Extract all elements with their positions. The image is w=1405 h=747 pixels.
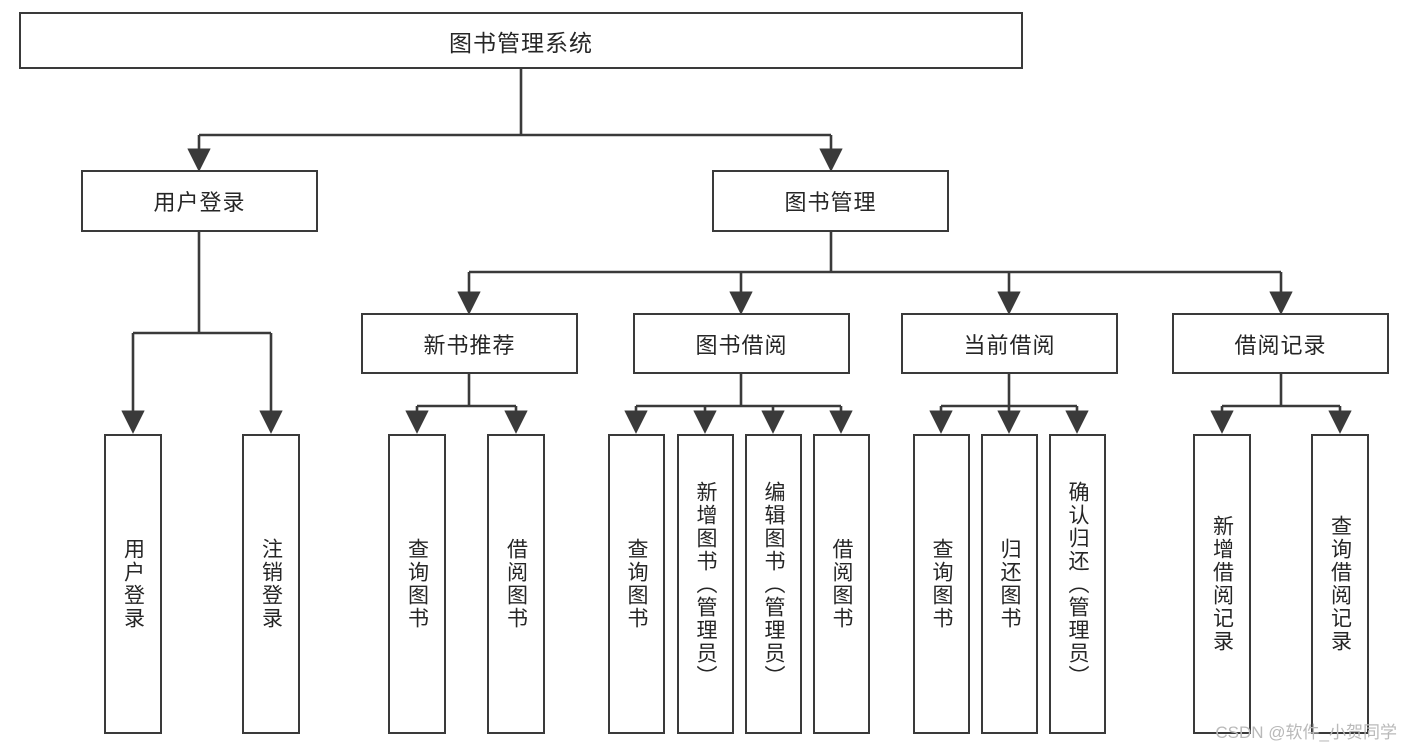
leaf-new-book-query[interactable]: 查询图书 [388,434,446,734]
node-label: 图书管理 [784,190,877,215]
leaf-user-login-signout[interactable]: 注销登录 [242,434,300,734]
node-label: 图书借阅 [695,332,788,358]
leaf-current-borrow-query[interactable]: 查询图书 [913,434,970,734]
node-book-borrow[interactable]: 图书借阅 [633,313,850,374]
leaf-book-borrow-query[interactable]: 查询图书 [608,434,665,734]
leaf-new-book-borrow[interactable]: 借阅图书 [487,434,545,734]
node-label: 当前借阅 [963,332,1056,358]
node-label: 确认归还（管理员） [1066,480,1089,688]
node-label: 查询借阅记录 [1328,515,1352,653]
node-label: 编辑图书（管理员） [762,480,785,688]
leaf-borrow-record-add[interactable]: 新增借阅记录 [1193,434,1251,734]
node-label: 借阅图书 [504,538,528,630]
node-label: 新增借阅记录 [1210,515,1234,653]
leaf-book-borrow-add[interactable]: 新增图书（管理员） [677,434,734,734]
node-new-book-recommend[interactable]: 新书推荐 [361,313,578,374]
node-label: 图书管理系统 [449,29,593,56]
node-label: 注销登录 [259,538,283,630]
leaf-current-borrow-return[interactable]: 归还图书 [981,434,1038,734]
node-label: 借阅记录 [1234,332,1327,358]
node-label: 用户登录 [153,190,246,215]
leaf-user-login-signin[interactable]: 用户登录 [104,434,162,734]
node-label: 用户登录 [121,538,145,630]
node-label: 新增图书（管理员） [694,480,717,688]
node-label: 查询图书 [625,538,648,630]
node-user-login[interactable]: 用户登录 [81,170,318,232]
node-label: 新书推荐 [423,332,516,358]
node-current-borrow[interactable]: 当前借阅 [901,313,1118,374]
node-root-system[interactable]: 图书管理系统 [19,12,1023,69]
leaf-current-borrow-confirm-return[interactable]: 确认归还（管理员） [1049,434,1106,734]
csdn-watermark: CSDN @软件_小贺同学 [1215,723,1397,742]
node-label: 查询图书 [930,538,953,630]
node-label: 归还图书 [998,538,1021,630]
node-borrow-record[interactable]: 借阅记录 [1172,313,1389,374]
leaf-borrow-record-query[interactable]: 查询借阅记录 [1311,434,1369,734]
leaf-book-borrow-lend[interactable]: 借阅图书 [813,434,870,734]
node-label: 借阅图书 [830,538,853,630]
leaf-book-borrow-edit[interactable]: 编辑图书（管理员） [745,434,802,734]
node-book-management[interactable]: 图书管理 [712,170,949,232]
node-label: 查询图书 [405,538,429,630]
